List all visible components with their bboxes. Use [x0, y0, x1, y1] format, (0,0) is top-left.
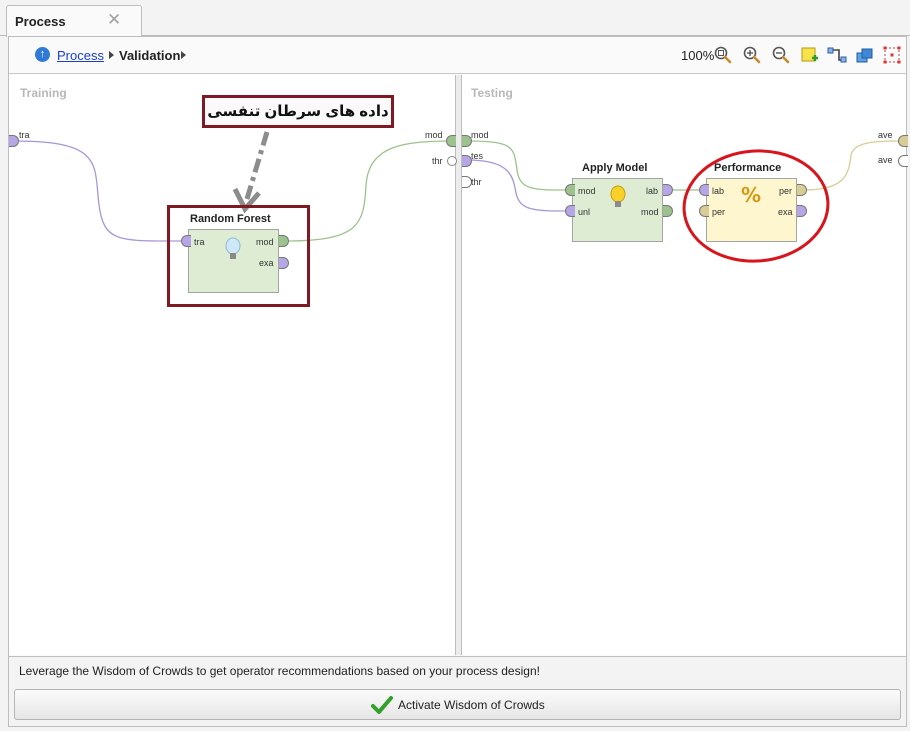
annotation-text: داده های سرطان تنفسی [207, 103, 389, 120]
process-toolbar: ↑ Process Validation 100% [9, 37, 906, 74]
port-label-random-forest-exa: exa [259, 258, 274, 268]
wire-model-to-apply-model [466, 140, 573, 191]
wire-performance-to-output [803, 140, 901, 191]
up-arrow-icon[interactable]: ↑ [35, 47, 50, 62]
close-icon[interactable]: ✕ [107, 10, 122, 29]
port-label-performance-exa: exa [778, 207, 793, 217]
port-testing-mod[interactable] [462, 135, 472, 147]
recommendation-bar: Leverage the Wisdom of Crowds to get ope… [9, 656, 906, 726]
port-testing-tes[interactable] [462, 155, 472, 167]
zoom-out-icon[interactable] [771, 45, 791, 65]
breadcrumb-validation: Validation [119, 48, 181, 63]
port-apply-model-lab[interactable] [663, 184, 673, 196]
zoom-fit-icon[interactable] [713, 45, 733, 65]
port-training-mod[interactable] [446, 135, 456, 147]
port-label-apply-model-lab: lab [646, 186, 659, 196]
annotation-note: داده های سرطان تنفسی [202, 95, 394, 128]
port-random-forest-mod[interactable] [279, 235, 289, 247]
breadcrumb-process[interactable]: Process [57, 48, 104, 63]
port-label-testing-thr: thr [471, 177, 482, 187]
add-note-icon[interactable] [799, 45, 819, 65]
arrange-icon[interactable] [855, 45, 875, 65]
port-label-testing-ave-2: ave [878, 155, 893, 165]
tab-title: Process [15, 14, 66, 29]
port-label-performance-lab: lab [712, 186, 725, 196]
port-training-thr[interactable] [447, 156, 457, 166]
zoom-level: 100% [681, 48, 715, 63]
lightbulb-icon [610, 185, 626, 207]
port-testing-ave-1[interactable] [898, 135, 908, 147]
port-testing-ave-2[interactable] [898, 155, 908, 167]
port-performance-exa[interactable] [797, 205, 807, 217]
wire-random-forest-to-output [284, 140, 455, 242]
recommendation-message: Leverage the Wisdom of Crowds to get ope… [19, 664, 540, 678]
port-label-performance-per: per [712, 207, 726, 217]
breadcrumb-expand-icon[interactable] [181, 51, 186, 59]
wire-test-to-apply-model [466, 159, 573, 212]
port-label-apply-model-mod-out: mod [641, 207, 659, 217]
layout-icon[interactable] [882, 45, 902, 65]
random-forest-highlight-box [167, 205, 310, 307]
panel-label-testing: Testing [471, 86, 513, 100]
zoom-in-icon[interactable] [742, 45, 762, 65]
process-canvas[interactable]: Training Testing tra mod thr mod tes thr [9, 75, 908, 655]
port-performance-per[interactable] [699, 205, 709, 217]
lightbulb-icon [225, 237, 241, 259]
port-label-testing-mod: mod [471, 130, 489, 140]
port-apply-model-mod[interactable] [565, 184, 575, 196]
port-performance-per-out[interactable] [797, 184, 807, 196]
percent-icon: % [741, 183, 762, 207]
performance-highlight-circle [682, 149, 830, 263]
auto-wire-icon[interactable] [827, 45, 847, 65]
port-label-random-forest-tra: tra [194, 237, 205, 247]
panel-label-training: Training [20, 86, 67, 100]
port-label-testing-tes: tes [471, 151, 484, 161]
operator-title-random-forest: Random Forest [190, 213, 271, 225]
tab-strip: Process ✕ [0, 0, 910, 37]
wire-training-to-random-forest [14, 140, 185, 242]
operator-random-forest[interactable] [188, 229, 279, 293]
breadcrumb-separator-icon [109, 51, 114, 59]
port-label-training-thr: thr [432, 156, 443, 166]
port-training-tra[interactable] [9, 135, 19, 147]
port-testing-thr[interactable] [462, 176, 472, 188]
port-label-random-forest-mod: mod [256, 237, 274, 247]
port-label-training-mod: mod [425, 130, 443, 140]
port-random-forest-exa[interactable] [279, 257, 289, 269]
port-label-performance-per-out: per [779, 186, 793, 196]
tab-process[interactable]: Process ✕ [6, 5, 142, 37]
port-apply-model-mod-out[interactable] [663, 205, 673, 217]
port-random-forest-tra[interactable] [181, 235, 191, 247]
operator-title-apply-model: Apply Model [582, 162, 648, 174]
connection-wires [14, 131, 901, 263]
check-icon [371, 696, 393, 714]
port-label-training-tra: tra [19, 130, 30, 140]
activate-wisdom-button[interactable]: Activate Wisdom of Crowds [14, 689, 901, 720]
annotation-arrow-head [232, 187, 261, 214]
annotation-arrow [244, 131, 270, 200]
port-label-apply-model-unl: unl [578, 207, 591, 217]
port-apply-model-unl[interactable] [565, 205, 575, 217]
operator-title-performance: Performance [714, 162, 782, 174]
activate-button-label: Activate Wisdom of Crowds [398, 698, 545, 712]
operator-apply-model[interactable] [572, 178, 663, 242]
panel-divider[interactable] [455, 75, 462, 655]
operator-performance[interactable]: % [706, 178, 797, 242]
port-label-testing-ave-1: ave [878, 130, 893, 140]
port-label-apply-model-mod: mod [578, 186, 596, 196]
port-performance-lab[interactable] [699, 184, 709, 196]
